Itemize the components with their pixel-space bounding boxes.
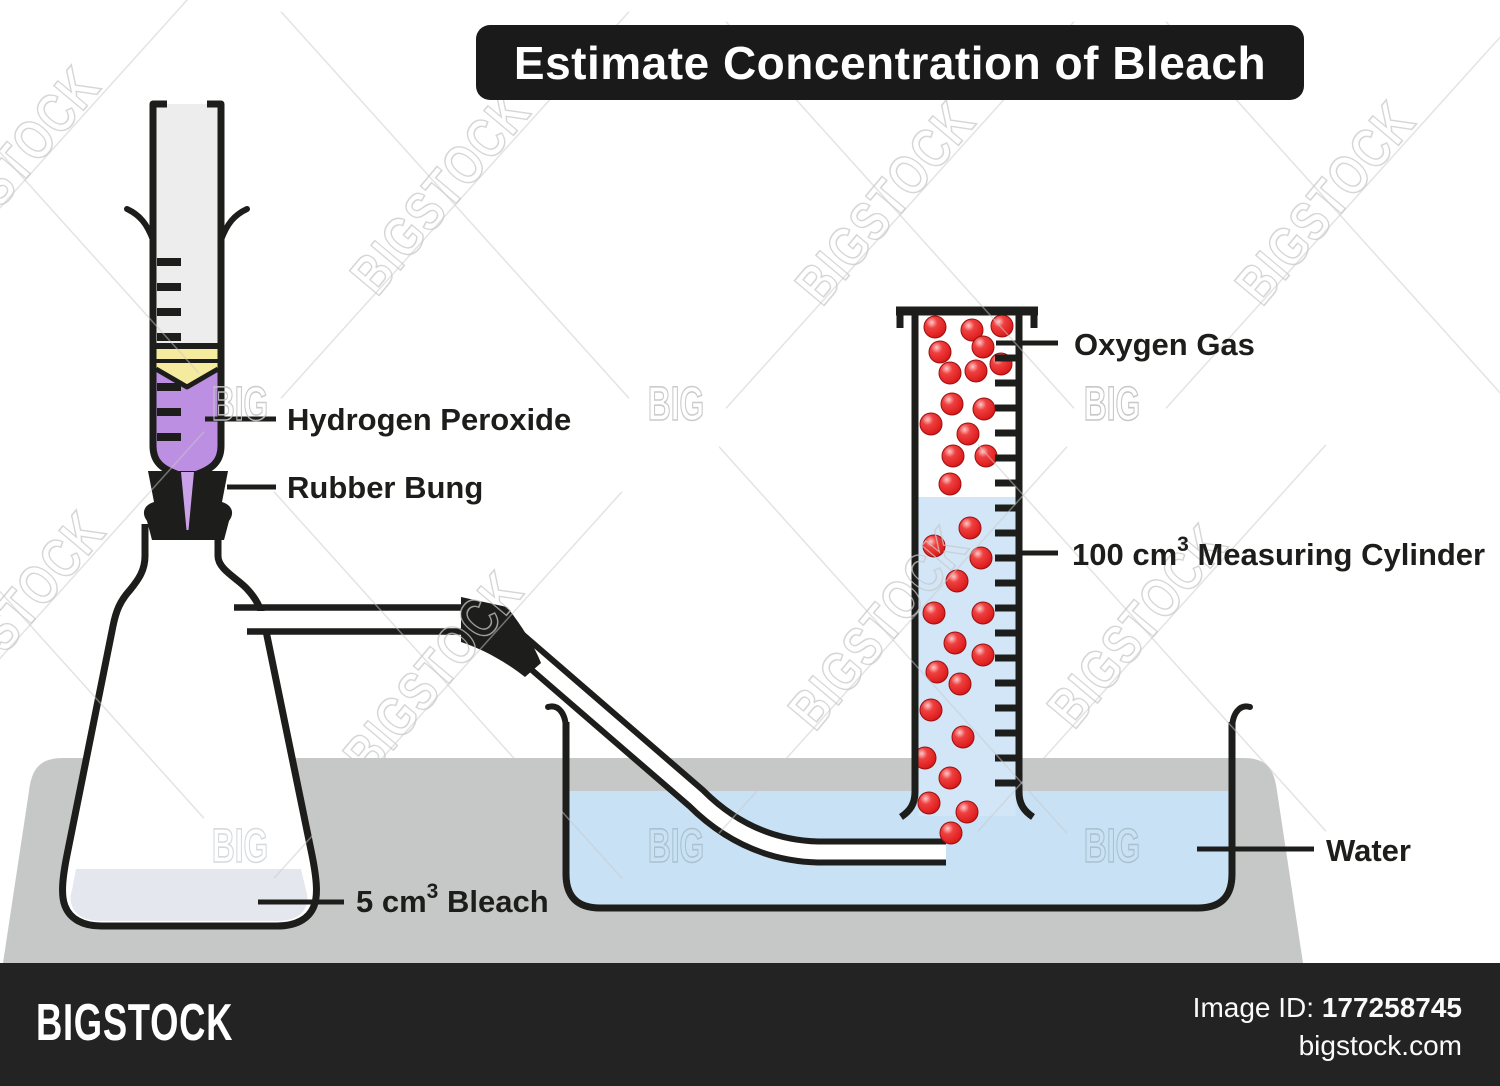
cylinder-left-wall: [898, 313, 919, 820]
watermark-text: BIGSTOCK: [0, 55, 112, 281]
watermark-text: BIGSTOCK: [784, 90, 987, 316]
oxygen-bubble: [938, 766, 962, 790]
conical-flask: [59, 524, 320, 930]
oxygen-bubble: [941, 444, 965, 468]
bleach-liquid: [70, 869, 308, 921]
image-id-line: Image ID: 177258745: [1193, 989, 1462, 1027]
hydrogen-peroxide-liquid: [156, 369, 218, 505]
oxygen-bubble: [938, 361, 962, 385]
oxygen-bubble: [928, 340, 952, 364]
diagram-title-box: Estimate Concentration of Bleach: [476, 25, 1304, 100]
label-bleach: 5 cm3 Bleach: [356, 881, 549, 919]
watermark-text: BIGSTOCK: [339, 80, 542, 306]
measuring-cylinder: [896, 306, 1038, 845]
footer-bar: BIGSTOCK Image ID: 177258745 bigstock.co…: [0, 963, 1500, 1086]
label-measuring-cylinder: 100 cm3 Measuring Cylinder: [1072, 534, 1486, 572]
label-water-text: Water: [1326, 833, 1411, 868]
watermark-line: [273, 491, 623, 879]
flask-side-arm: [234, 604, 464, 635]
oxygen-bubble: [990, 314, 1014, 338]
burette-glass: [156, 104, 218, 346]
watermark-small-text: BIG: [212, 818, 268, 872]
image-id-label: Image ID:: [1192, 992, 1322, 1023]
delivery-tube: [461, 597, 946, 866]
oxygen-bubble: [939, 821, 963, 845]
footer-meta: Image ID: 177258745 bigstock.com: [1193, 989, 1462, 1065]
oxygen-bubble: [951, 725, 975, 749]
pointer-lines: [205, 340, 1314, 905]
label-bleach-pre: 5 cm: [356, 884, 427, 919]
oxygen-bubble: [956, 422, 980, 446]
delivery-tube-bore: [500, 627, 946, 860]
trough-left-lip: [545, 703, 569, 733]
oxygen-bubble: [919, 698, 943, 722]
oxygen-bubble: [925, 660, 949, 684]
watermark-line: [718, 446, 1068, 834]
oxygen-bubble: [971, 643, 995, 667]
oxygen-bubble: [923, 315, 947, 339]
label-bleach-post: Bleach: [438, 884, 549, 919]
label-hydrogen-peroxide: Hydrogen Peroxide: [287, 404, 571, 435]
tubing-connector: [461, 597, 541, 677]
oxygen-bubble: [955, 800, 979, 824]
label-bleach-sup: 3: [426, 879, 439, 903]
oxygen-bubble: [971, 601, 995, 625]
flask-body: [59, 524, 320, 930]
oxygen-bubble: [964, 359, 988, 383]
side-arm-bore: [240, 611, 464, 629]
watermark-line: [0, 151, 200, 374]
label-oxygen-gas-text: Oxygen Gas: [1074, 327, 1255, 362]
label-rubber-bung-text: Rubber Bung: [287, 470, 484, 505]
watermark-line: [280, 11, 630, 399]
burette-right-hook: [218, 206, 250, 243]
oxygen-bubble: [974, 444, 998, 468]
watermark-text: BIGSTOCK: [332, 560, 535, 786]
diagram-title: Estimate Concentration of Bleach: [513, 36, 1267, 89]
cylinder-graduations: [995, 354, 1018, 787]
watermark-line: [0, 590, 205, 819]
oxygen-bubble: [971, 335, 995, 359]
peroxide-stream: [181, 472, 194, 530]
burette-graduations: [157, 258, 181, 441]
watermark-small-text: BIG: [212, 376, 268, 430]
water-trough: [545, 703, 1253, 912]
oxygen-bubble: [969, 546, 993, 570]
burette-left-hook: [124, 206, 156, 243]
oxygen-bubble: [960, 318, 984, 342]
oxygen-bubbles: [913, 314, 1014, 845]
meniscus-v-line: [154, 366, 220, 390]
label-measuring-cylinder-sup: 3: [1177, 532, 1189, 556]
label-rubber-bung: Rubber Bung: [287, 472, 483, 503]
oxygen-bubble: [919, 412, 943, 436]
watermark-small-text: BIG: [1084, 818, 1140, 872]
burette: [124, 100, 250, 505]
oxygen-bubble: [948, 672, 972, 696]
bigstock-logo: BIGSTOCK: [36, 994, 234, 1052]
oxygen-bubble: [922, 601, 946, 625]
cylinder-right-wall: [1015, 313, 1036, 820]
oxygen-bubble: [922, 534, 946, 558]
watermark-small-text: BIG: [1084, 376, 1140, 430]
trough-right-lip: [1229, 703, 1253, 733]
oxygen-bubble: [958, 516, 982, 540]
label-hydrogen-peroxide-text: Hydrogen Peroxide: [287, 402, 572, 437]
oxygen-bubble: [917, 791, 941, 815]
image-id-value: 177258745: [1321, 992, 1462, 1023]
oxygen-bubble: [940, 392, 964, 416]
site-line: bigstock.com: [1298, 1029, 1462, 1061]
label-measuring-cylinder-pre: 100 cm: [1072, 537, 1178, 572]
watermark-small-text: BIG: [648, 818, 704, 872]
label-measuring-cylinder-post: Measuring Cylinder: [1188, 537, 1486, 572]
oxygen-bubble: [972, 397, 996, 421]
watermark-text: BIGSTOCK: [1224, 90, 1427, 316]
label-oxygen-gas: Oxygen Gas: [1074, 329, 1255, 360]
oxygen-bubble: [938, 472, 962, 496]
trough-outline: [562, 722, 1236, 912]
label-water: Water: [1326, 835, 1411, 866]
watermark-line: [977, 444, 1327, 832]
oxygen-bubble: [943, 631, 967, 655]
watermark-small-text: BIG: [648, 376, 704, 430]
